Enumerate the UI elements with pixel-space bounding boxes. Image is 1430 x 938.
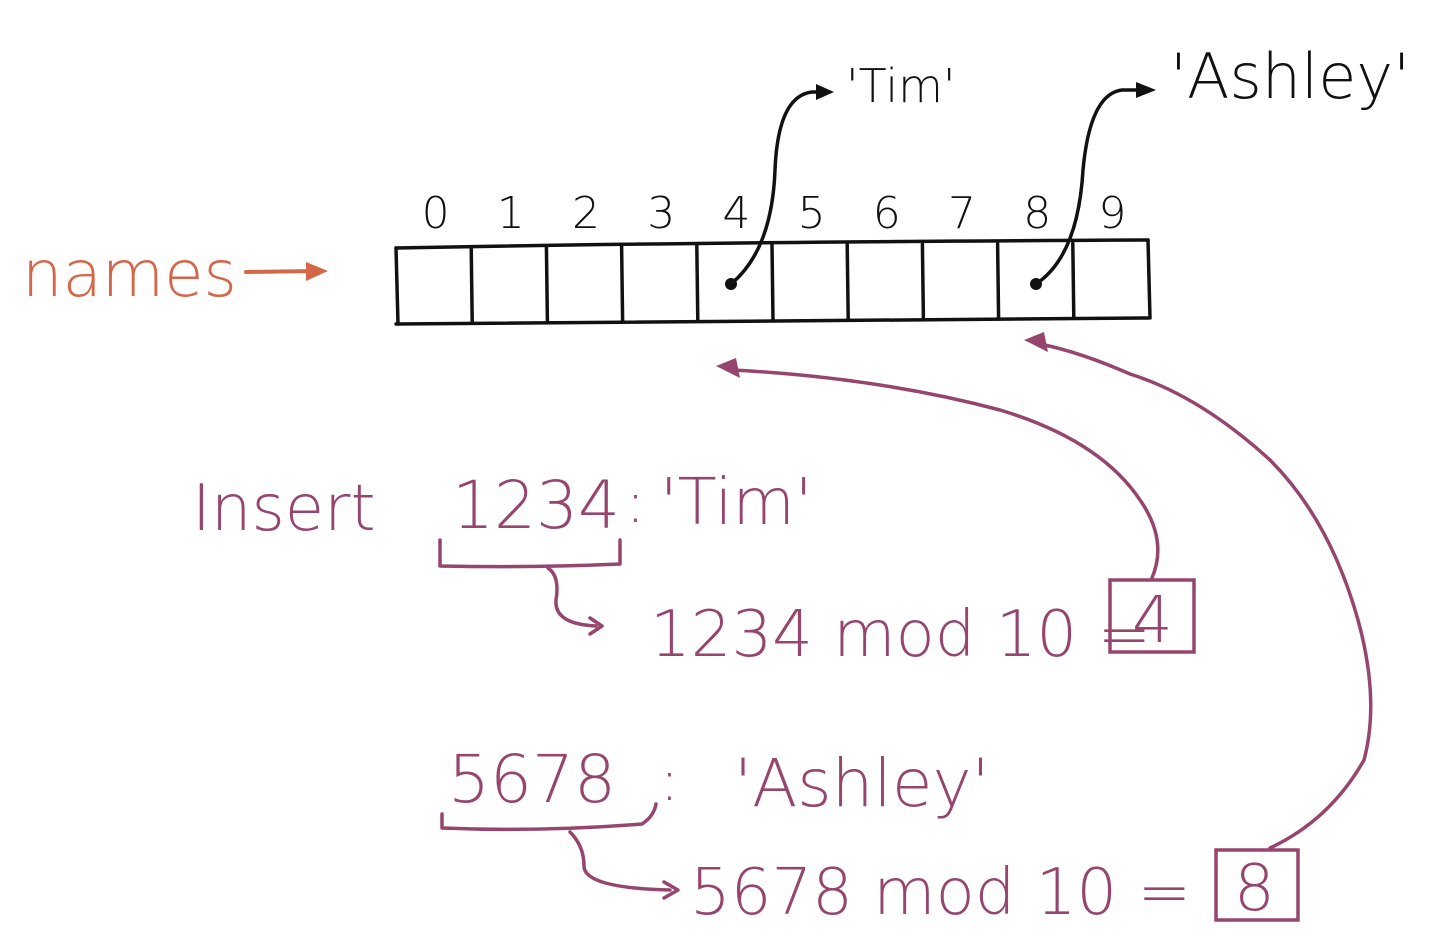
array-index-1: 1 [497, 188, 525, 239]
insert-label: Insert [192, 472, 376, 546]
array-divider [770, 243, 775, 322]
entry-1-value: 'Tim' [660, 466, 812, 540]
hash-arrow-to-slot-4 [716, 358, 1160, 580]
array-index-8: 8 [1023, 188, 1051, 239]
entry-2-result-box [1214, 848, 1300, 922]
array-divider [469, 244, 474, 324]
array-index-5: 5 [798, 188, 826, 239]
target-value-ashley: 'Ashley' [1170, 40, 1410, 113]
array-index-3: 3 [647, 188, 675, 239]
array-index-6: 6 [873, 188, 901, 239]
entry-1-colon: : [626, 471, 645, 536]
array-divider [695, 243, 700, 323]
pointer-arrow-ashley [1034, 82, 1156, 286]
array-divider [995, 242, 1001, 321]
entry-2-colon: : [660, 749, 679, 814]
array-name-label: names [22, 238, 237, 312]
array-index-7: 7 [948, 188, 976, 239]
array-name-arrow [244, 262, 328, 281]
array-divider [1071, 241, 1076, 321]
array-index-2: 2 [572, 188, 600, 239]
entry-2-value: 'Ashley' [734, 745, 990, 822]
array-index-4: 4 [722, 188, 750, 239]
entry-1-key: 1234 [452, 467, 620, 544]
array-dividers [469, 241, 1076, 324]
entry-1-key-bracket [438, 538, 622, 636]
array-box [394, 238, 1152, 326]
array-divider [619, 244, 625, 323]
entry-2-formula: 5678 mod 10 = [690, 856, 1191, 930]
array-index-9: 9 [1098, 188, 1126, 239]
hash-arrow-to-slot-8 [1024, 332, 1373, 850]
pointer-arrow-tim [729, 84, 834, 286]
array-divider [920, 242, 926, 321]
entry-2-result: 8 [1234, 852, 1275, 926]
entry-1-result: 4 [1132, 584, 1173, 658]
entry-2-key-bracket [440, 802, 680, 900]
array-divider [845, 242, 850, 322]
entry-2-key: 5678 [448, 741, 616, 818]
target-value-tim: 'Tim' [846, 59, 956, 113]
entry-1-formula: 1234 mod 10 = [650, 598, 1151, 672]
array-divider [544, 244, 550, 323]
entry-1-result-box [1108, 578, 1196, 654]
array-index-0: 0 [422, 188, 450, 239]
